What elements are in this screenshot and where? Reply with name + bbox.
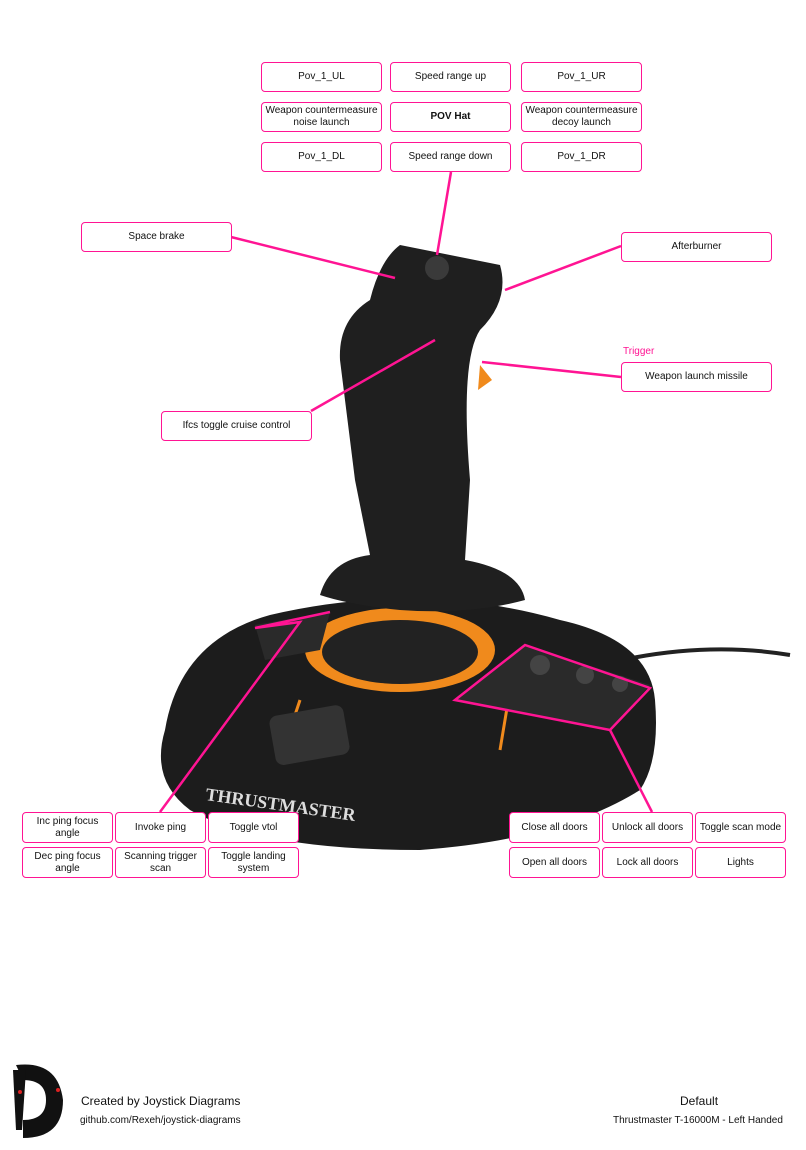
space-brake-label: Space brake	[81, 222, 232, 252]
toggle-landing-label: Toggle landing system	[208, 847, 299, 878]
speed-range-up-label: Speed range up	[390, 62, 511, 92]
pov-1-ul-label: Pov_1_UL	[261, 62, 382, 92]
close-doors-label: Close all doors	[509, 812, 600, 843]
countermeasure-noise-label: Weapon countermeasure noise launch	[261, 102, 382, 132]
stick	[320, 245, 525, 612]
scanning-trigger-label: Scanning trigger scan	[115, 847, 206, 878]
invoke-ping-label: Invoke ping	[115, 812, 206, 843]
toggle-scan-label: Toggle scan mode	[695, 812, 786, 843]
afterburner-label: Afterburner	[621, 232, 772, 262]
joystick-diagrams-logo	[13, 1064, 63, 1138]
pov-1-ur-label: Pov_1_UR	[521, 62, 642, 92]
lights-label: Lights	[695, 847, 786, 878]
profile-name: Default	[680, 1094, 719, 1108]
open-doors-label: Open all doors	[509, 847, 600, 878]
pov-hat-label: POV Hat	[390, 102, 511, 132]
pov-1-dr-label: Pov_1_DR	[521, 142, 642, 172]
github-link[interactable]: github.com/Rexeh/joystick-diagrams	[80, 1115, 241, 1126]
inc-ping-label: Inc ping focus angle	[22, 812, 113, 843]
trigger-caption: Trigger	[623, 346, 655, 357]
weapon-launch-missile-label: Weapon launch missile	[621, 362, 772, 392]
created-by-text: Created by Joystick Diagrams	[81, 1094, 241, 1108]
device-name: Thrustmaster T-16000M - Left Handed	[613, 1115, 783, 1126]
toggle-vtol-label: Toggle vtol	[208, 812, 299, 843]
speed-range-down-label: Speed range down	[390, 142, 511, 172]
ifcs-cruise-label: Ifcs toggle cruise control	[161, 411, 312, 441]
lock-doors-label: Lock all doors	[602, 847, 693, 878]
pov-1-dl-label: Pov_1_DL	[261, 142, 382, 172]
dec-ping-label: Dec ping focus angle	[22, 847, 113, 878]
countermeasure-decoy-label: Weapon countermeasure decoy launch	[521, 102, 642, 132]
unlock-doors-label: Unlock all doors	[602, 812, 693, 843]
